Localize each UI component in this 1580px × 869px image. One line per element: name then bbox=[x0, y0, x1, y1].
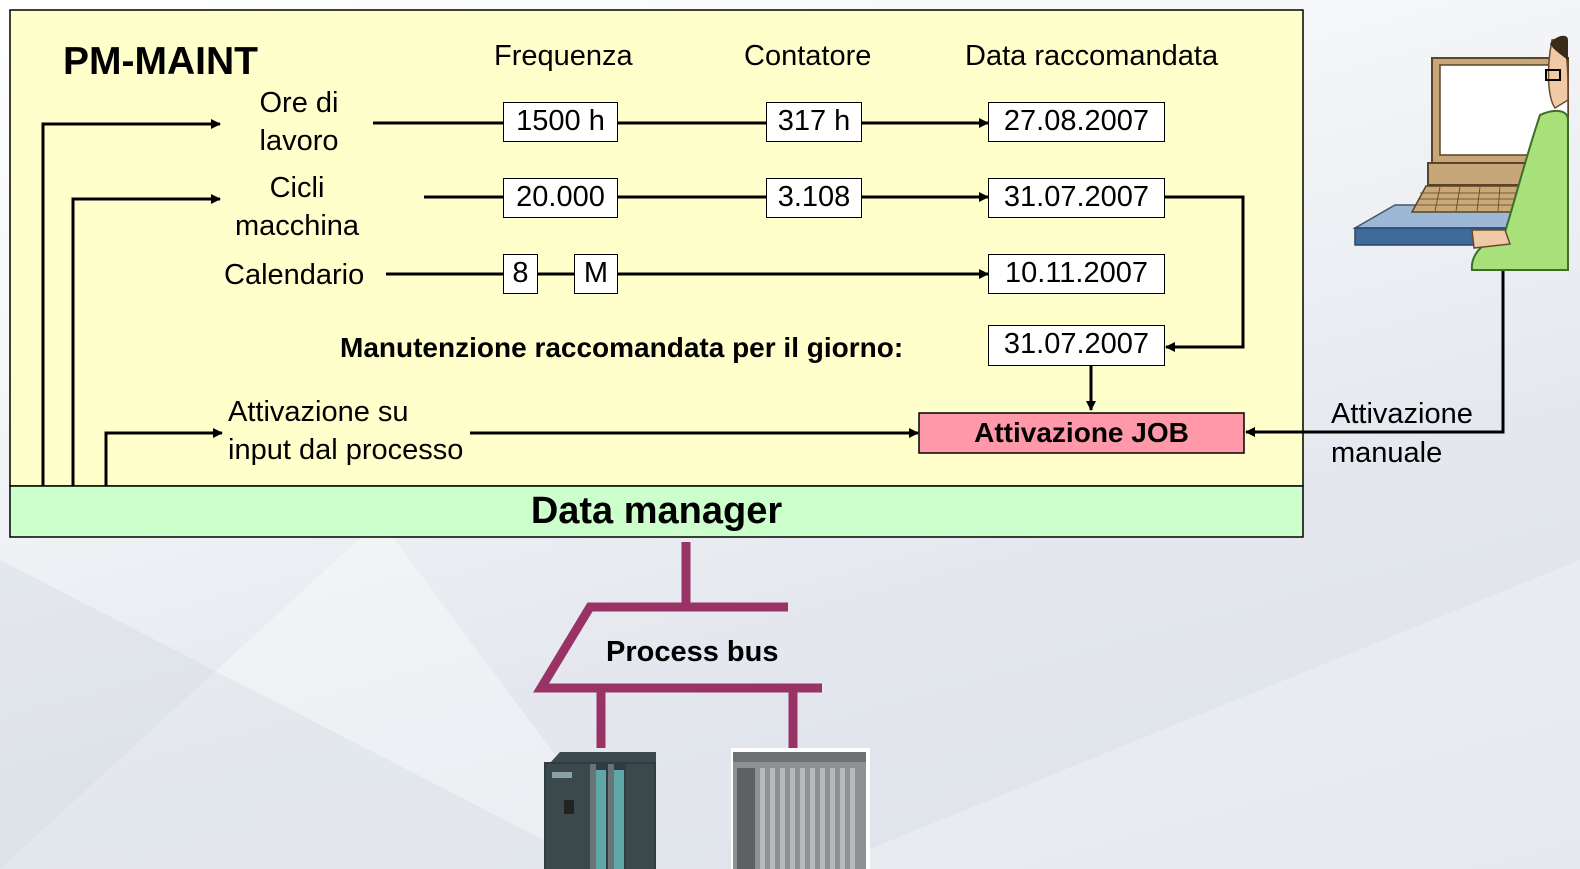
bus-shape bbox=[533, 602, 822, 693]
manual-activation-line bbox=[1245, 244, 1505, 437]
row3-frequency-unit-box: M bbox=[574, 254, 618, 294]
feed-line-cycles bbox=[71, 194, 221, 486]
header-frequency: Frequenza bbox=[494, 40, 633, 72]
process-input-label-line1: Attivazione su bbox=[228, 396, 409, 428]
row-label-calendar: Calendario bbox=[224, 259, 365, 291]
panel-title: PM-MAINT bbox=[63, 40, 258, 83]
row1-date-box: 27.08.2007 bbox=[988, 102, 1165, 142]
manual-activation-line1: Attivazione bbox=[1331, 398, 1473, 430]
process-input-label-line2: input dal processo bbox=[228, 434, 464, 466]
row-label-working-hours: Ore di lavoro bbox=[259, 87, 339, 157]
header-counter: Contatore bbox=[744, 40, 872, 72]
row2-date-box: 31.07.2007 bbox=[988, 178, 1165, 218]
header-recommended-date: Data raccomandata bbox=[965, 40, 1219, 72]
plc-rack-icon bbox=[731, 748, 870, 869]
plc-controller-icon bbox=[544, 752, 656, 869]
feed-line-process bbox=[104, 428, 223, 486]
manual-activation-line2: manuale bbox=[1331, 437, 1443, 469]
feed-line-hours bbox=[41, 119, 221, 486]
operator-workstation-icon bbox=[1352, 35, 1569, 271]
data-manager-label: Data manager bbox=[530, 490, 783, 532]
data-manager-bar bbox=[9, 485, 1304, 538]
recommended-label: Manutenzione raccomandata per il giorno: bbox=[340, 332, 904, 363]
job-activation-label: Attivazione JOB bbox=[974, 417, 1189, 448]
row-label-machine-cycles: Cicli macchina bbox=[234, 172, 360, 242]
job-box bbox=[918, 412, 1245, 454]
row1-counter-box: 317 h bbox=[766, 102, 862, 142]
row3-date-box: 10.11.2007 bbox=[988, 254, 1165, 294]
row3-frequency-number-box: 8 bbox=[503, 254, 538, 294]
row2-counter-box: 3.108 bbox=[766, 178, 862, 218]
row2-frequency-box: 20.000 bbox=[503, 178, 618, 218]
recommended-date-box: 31.07.2007 bbox=[988, 325, 1165, 366]
loop-connector bbox=[1165, 195, 1245, 352]
process-bus-label: Process bus bbox=[606, 636, 779, 668]
row1-frequency-box: 1500 h bbox=[503, 102, 618, 142]
